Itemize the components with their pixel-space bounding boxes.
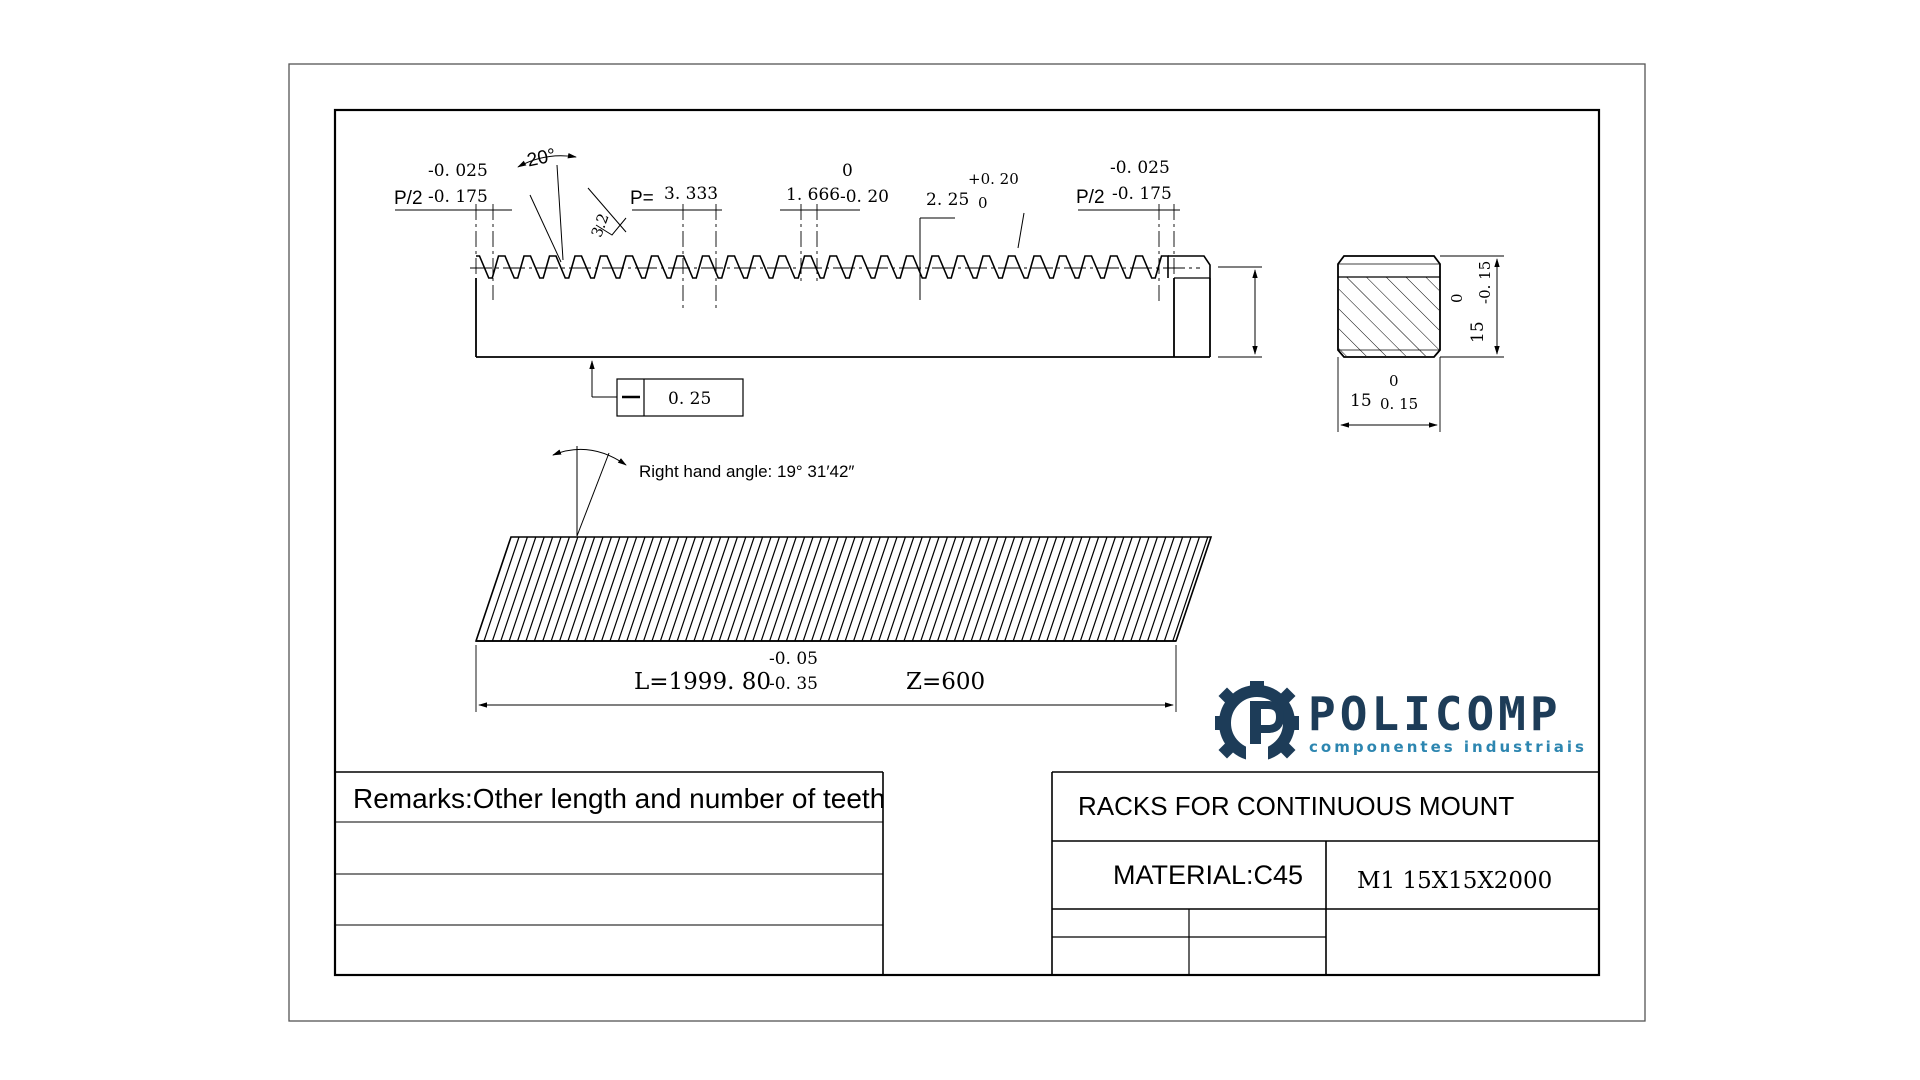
rack-side-view: P/2 -0. 025 -0. 175 20° 3.2 P= 3. 333 1.… xyxy=(394,145,1262,417)
drawing-title: RACKS FOR CONTINUOUS MOUNT xyxy=(1078,791,1514,821)
length-value: L=1999. 80 xyxy=(634,669,771,695)
half-pitch-left-lower-tol: -0. 175 xyxy=(428,187,488,207)
half-pitch-right-upper-tol: -0. 025 xyxy=(1110,158,1170,178)
rack-tooth-profile xyxy=(476,255,1169,279)
section-height-value: 15 xyxy=(1468,321,1488,343)
tooth-height-value: 2. 25 xyxy=(926,190,969,210)
length-upper-tol: -0. 05 xyxy=(769,649,818,669)
gear-icon xyxy=(1215,681,1299,768)
material-label: MATERIAL:C45 xyxy=(1113,860,1303,890)
remarks-table xyxy=(335,771,884,975)
tooth-thickness-lower-tol: -0. 20 xyxy=(840,187,889,207)
policomp-logo: POLICOMP componentes industriais xyxy=(1215,681,1587,768)
pitch-label: P= xyxy=(630,188,654,209)
tooth-height-upper-tol: +0. 20 xyxy=(968,170,1019,188)
tooth-thickness-upper-tol: 0 xyxy=(842,161,853,181)
half-pitch-right-lower-tol: -0. 175 xyxy=(1112,184,1172,204)
tooth-height-lower-tol: 0 xyxy=(978,194,988,212)
half-pitch-right-label: P/2 xyxy=(1076,187,1105,208)
roughness-value: 3.2 xyxy=(588,211,613,240)
rack-cross-section: 15 0 -0. 15 15 0 0. 15 xyxy=(1337,255,1504,432)
teeth-count: Z=600 xyxy=(906,669,985,695)
logo-name: POLICOMP xyxy=(1308,687,1562,741)
flatness-tolerance-frame xyxy=(616,378,744,417)
pitch-value: 3. 333 xyxy=(664,184,718,204)
section-width-upper-tol: 0 xyxy=(1389,372,1399,390)
title-block xyxy=(1051,771,1599,975)
outer-frame xyxy=(288,63,1646,1022)
designation: M1 15X15X2000 xyxy=(1357,868,1552,894)
half-pitch-left-upper-tol: -0. 025 xyxy=(428,161,488,181)
pressure-angle-label: 20° xyxy=(525,145,557,172)
section-height-lower-tol: -0. 15 xyxy=(1476,261,1494,304)
flatness-value: 0. 25 xyxy=(668,389,711,409)
length-lower-tol: -0. 35 xyxy=(769,674,818,694)
half-pitch-left-label: P/2 xyxy=(394,188,423,209)
section-width-value: 15 xyxy=(1350,391,1372,411)
helix-angle-label: Right hand angle: 19° 31′42″ xyxy=(639,462,854,481)
section-height-upper-tol: 0 xyxy=(1448,293,1466,303)
remarks-title: Remarks:Other length and number of teeth xyxy=(353,783,885,814)
tooth-thickness-value: 1. 666 xyxy=(786,185,840,205)
inner-frame xyxy=(333,108,1601,977)
rack-top-view: Right hand angle: 19° 31′42″ L=1999. 80 … xyxy=(474,446,1213,712)
section-width-lower-tol: 0. 15 xyxy=(1380,395,1418,413)
logo-tagline: componentes industriais xyxy=(1309,738,1587,756)
